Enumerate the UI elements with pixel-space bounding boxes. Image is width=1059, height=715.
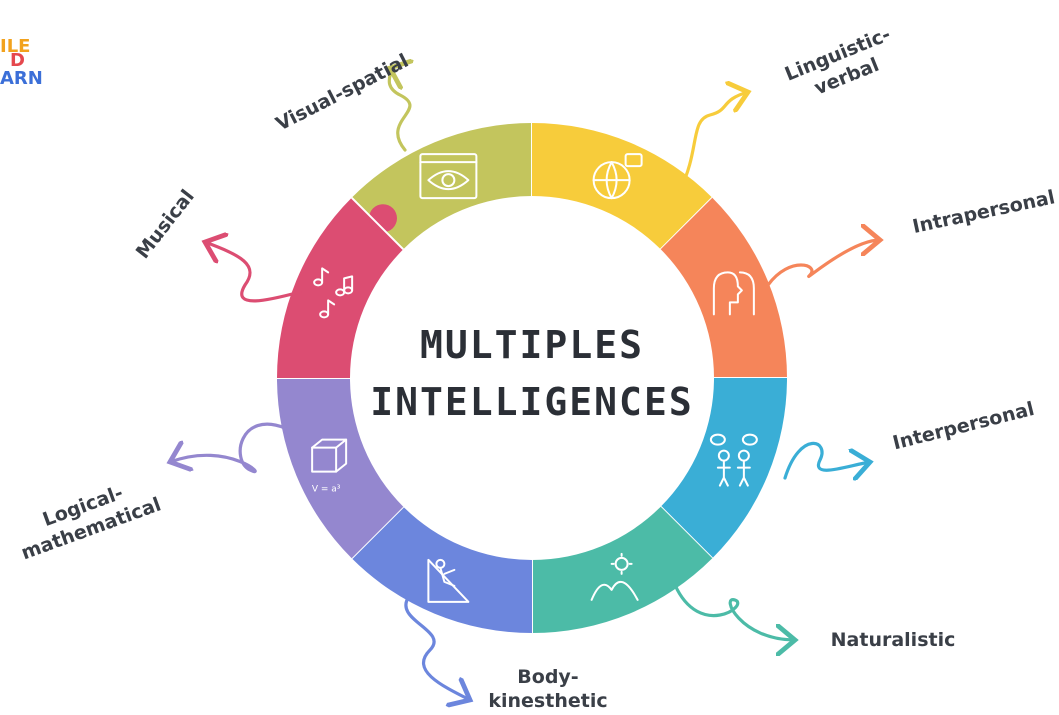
people-talking-icon (709, 433, 758, 487)
arrow-musical (205, 242, 302, 303)
arrow-naturalistic (673, 583, 795, 640)
arrow-interpersonal (783, 441, 870, 478)
puzzle-ring (277, 123, 787, 633)
mountain-sun-icon (590, 552, 639, 601)
logo-line1: ILE (0, 36, 30, 57)
label-line: kinesthetic (488, 690, 607, 712)
cube-formula-icon: V = a³ (311, 438, 348, 495)
label-line: Intrapersonal (911, 186, 1057, 238)
heads-icon (712, 271, 755, 316)
arrow-visual-spatial (389, 68, 410, 152)
logo: ILE D ARN (0, 36, 43, 89)
label-intrapersonal: Intrapersonal (911, 186, 1057, 238)
label-body-kinesthetic: Body-kinesthetic (488, 666, 607, 712)
ring-segment-linguistic-verbal (532, 123, 713, 250)
ring-segment-intrapersonal (660, 197, 787, 378)
logo-line3: ARN (0, 68, 43, 89)
arrow-body-kinesthetic (404, 593, 470, 700)
arrow-logical-mathematical (170, 422, 287, 474)
label-line: Naturalistic (831, 629, 956, 651)
label-interpersonal: Interpersonal (891, 398, 1037, 454)
segment-seam (350, 196, 405, 251)
label-musical: Musical (132, 186, 199, 263)
arrows (170, 68, 880, 700)
eye-window-icon (419, 153, 478, 200)
label-line: Visual-spatial (272, 50, 412, 136)
center-title: MULTIPLES INTELLIGENCES (370, 323, 693, 424)
logo-line2: D (10, 50, 25, 71)
title-line2: INTELLIGENCES (370, 380, 693, 424)
music-notes-icon (313, 267, 354, 319)
arrow-intrapersonal (766, 240, 880, 287)
label-visual-spatial: Visual-spatial (272, 50, 412, 136)
globe-speech-icon (592, 153, 643, 200)
formula-text: V = a³ (312, 485, 341, 495)
label-line: Interpersonal (891, 398, 1037, 454)
label-line: Body- (517, 666, 578, 688)
arrow-linguistic-verbal (678, 92, 748, 192)
puzzle-knob-musical (368, 204, 397, 233)
title-line1: MULTIPLES (420, 323, 644, 367)
ring-segment-musical (277, 197, 404, 378)
label-logical-mathematical: Logical-mathematical (10, 471, 164, 564)
label-line: Musical (132, 186, 199, 263)
label-linguistic-verbal: Linguistic-verbal (782, 23, 903, 108)
label-naturalistic: Naturalistic (831, 629, 956, 651)
segment-icons: V = a³ (311, 153, 758, 603)
climbing-icon (427, 558, 470, 603)
